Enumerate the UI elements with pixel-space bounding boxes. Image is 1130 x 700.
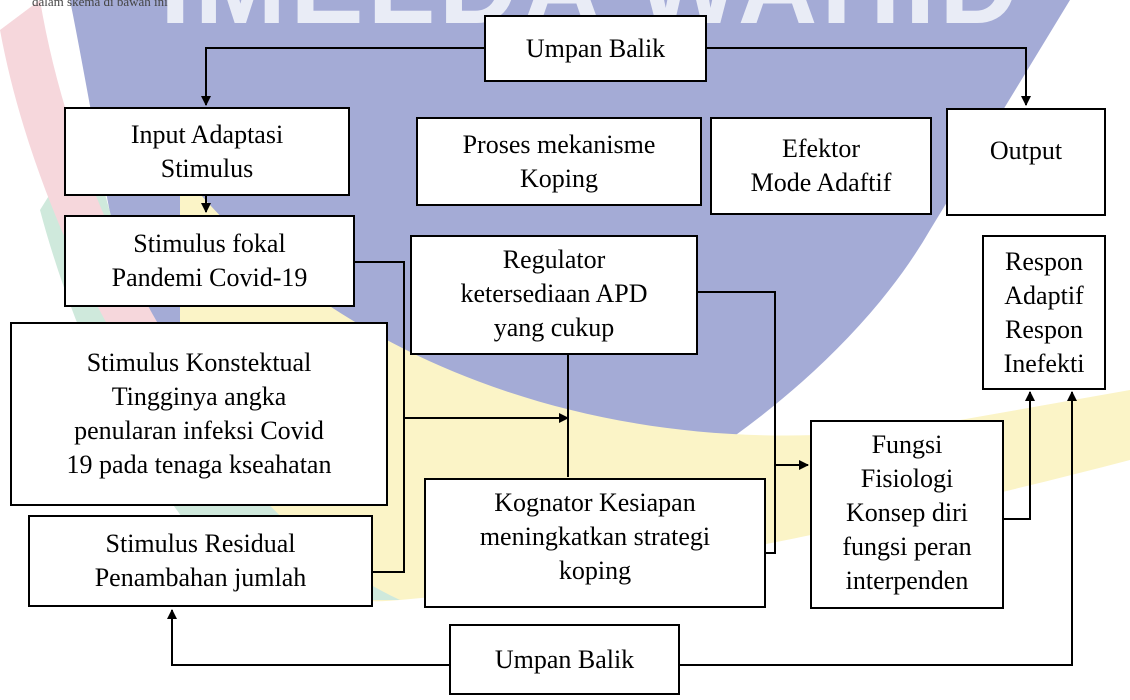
- response-box: Respon Adaptif Respon Inefekti: [982, 235, 1106, 390]
- respon-label-line-2: Adaptif: [1004, 280, 1084, 310]
- proses-label-line-1: Proses mekanisme: [462, 129, 656, 159]
- input-label-line-2: Stimulus: [160, 153, 254, 183]
- output-label: Output: [989, 136, 1063, 165]
- regulator-box: Regulator ketersediaan APD yang cukup: [410, 235, 698, 355]
- connector-regulator-to-fungsi-spine: [698, 291, 776, 554]
- residual-label-line-1: Stimulus Residual: [105, 529, 296, 558]
- regulator-label-line-1: Regulator: [502, 245, 606, 274]
- connector-feedback-to-respon: [680, 391, 1077, 666]
- efektor-label-line-1: Efektor: [782, 134, 860, 163]
- feedback-top-label: Umpan Balik: [525, 33, 666, 63]
- residual-label-line-2: Penambahan jumlah: [94, 563, 307, 592]
- konstektual-label-line-3: penularan infeksi Covid: [74, 416, 324, 445]
- respon-label-line-1: Respon: [1005, 246, 1083, 276]
- konstektual-label-line-4: 19 pada tenaga kseahatan: [66, 450, 332, 479]
- fungsi-label-line-3: Konsep diri: [845, 498, 969, 527]
- focal-stimulus-box: Stimulus fokal Pandemi Covid-19: [64, 215, 355, 307]
- connector-feedback-to-residual: [167, 609, 449, 666]
- connector-feedback-to-input: [201, 47, 484, 106]
- connector-feedback-to-output: [707, 47, 1031, 106]
- proses-label-line-2: Koping: [520, 163, 598, 193]
- fungsi-label-line-5: interpenden: [845, 566, 969, 595]
- konstektual-label-line-2: Tingginya angka: [111, 382, 287, 411]
- respon-label-line-4: Inefekti: [1003, 348, 1085, 378]
- fungsi-label-line-4: fungsi peran: [842, 532, 972, 561]
- residual-stimulus-box: Stimulus Residual Penambahan jumlah: [28, 515, 373, 607]
- output-box: Output: [946, 108, 1106, 216]
- feedback-bottom-box: Umpan Balik: [449, 624, 680, 695]
- coping-process-box: Proses mekanisme Koping: [416, 117, 702, 206]
- regulator-label-line-2: ketersediaan APD: [460, 279, 648, 308]
- fungsi-label-line-2: Fisiologi: [860, 464, 954, 493]
- feedback-bottom-label: Umpan Balik: [494, 644, 635, 674]
- kognator-label-line-1: Kognator Kesiapan: [494, 488, 696, 517]
- contextual-stimulus-box: Stimulus Konstektual Tingginya angka pen…: [10, 322, 388, 506]
- kognator-label-line-3: koping: [558, 556, 632, 585]
- fokal-label-line-2: Pandemi Covid-19: [111, 263, 308, 292]
- respon-label-line-3: Respon: [1005, 314, 1083, 344]
- input-adaptation-box: Input Adaptasi Stimulus: [64, 107, 350, 196]
- text-fragment: dalam skema di bawah ini: [32, 0, 168, 9]
- fokal-label-line-1: Stimulus fokal: [133, 229, 286, 258]
- physiology-function-box: Fungsi Fisiologi Konsep diri fungsi pera…: [810, 420, 1004, 609]
- input-label-line-1: Input Adaptasi: [130, 119, 284, 149]
- cognator-box: Kognator Kesiapan meningkatkan strategi …: [424, 478, 766, 608]
- regulator-label-line-3: yang cukup: [493, 313, 615, 342]
- konstektual-label-line-1: Stimulus Konstektual: [86, 348, 312, 377]
- fungsi-label-line-1: Fungsi: [871, 430, 943, 459]
- efektor-label-line-2: Mode Adaftif: [750, 168, 892, 197]
- connector-fungsi-to-respon: [1004, 391, 1035, 520]
- kognator-label-line-2: meningkatkan strategi: [479, 522, 711, 551]
- feedback-top-box: Umpan Balik: [484, 15, 707, 82]
- effector-box: Efektor Mode Adaftif: [710, 117, 932, 215]
